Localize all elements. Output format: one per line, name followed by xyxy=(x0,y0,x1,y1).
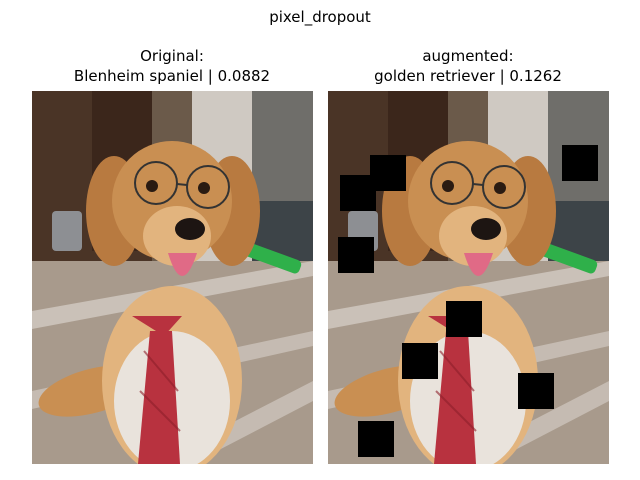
original-dog-photo xyxy=(32,91,313,464)
dropout-square xyxy=(370,155,406,191)
augmented-dog-photo xyxy=(328,91,609,464)
dropout-square xyxy=(340,175,376,211)
dropout-square xyxy=(562,145,598,181)
left-panel-title: Original: Blenheim spaniel | 0.0882 xyxy=(22,46,322,86)
figure-suptitle: pixel_dropout xyxy=(269,8,371,26)
dog-photo-illustration xyxy=(32,91,313,464)
dropout-square xyxy=(358,421,394,457)
dog-photo-illustration xyxy=(328,91,609,464)
dropout-square xyxy=(446,301,482,337)
left-panel-prediction: Blenheim spaniel | 0.0882 xyxy=(73,67,271,85)
right-panel-prediction: golden retriever | 0.1262 xyxy=(374,67,562,85)
right-panel-title: augmented: golden retriever | 0.1262 xyxy=(318,46,618,86)
dropout-square xyxy=(518,373,554,409)
left-panel-heading: Original: xyxy=(140,47,204,65)
right-panel-heading: augmented: xyxy=(422,47,514,65)
dropout-square xyxy=(402,343,438,379)
dropout-square xyxy=(338,237,374,273)
